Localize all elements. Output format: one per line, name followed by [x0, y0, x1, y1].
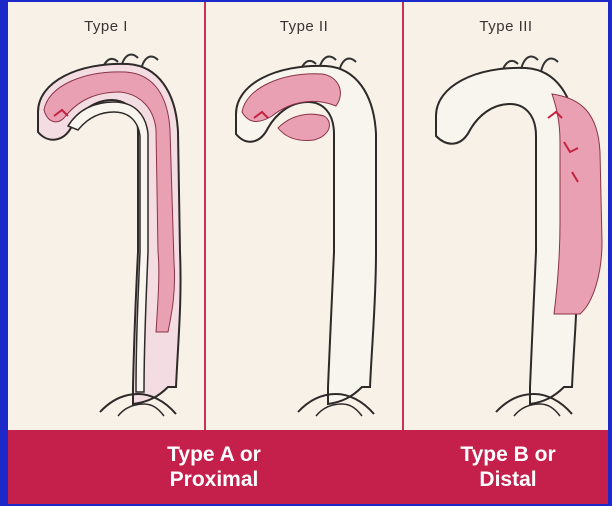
- true-lumen: [68, 102, 148, 392]
- aorta-illustration-type-3: [404, 2, 608, 430]
- aortic-dissection-figure: Type I Type II: [8, 2, 608, 504]
- stanford-type-b-label: Type B or Distal: [388, 442, 612, 492]
- panel-type-1: Type I: [8, 2, 206, 430]
- iliac-bifurcation-inner: [316, 404, 362, 416]
- false-lumen-lower: [278, 114, 329, 140]
- iliac-bifurcation-inner: [514, 404, 560, 416]
- stanford-type-a-label: Type A or Proximal: [94, 442, 334, 492]
- panel-type-2: Type II: [206, 2, 404, 430]
- classification-banner: Type A or Proximal Type B or Distal: [8, 430, 608, 504]
- iliac-bifurcation-inner: [118, 404, 164, 416]
- aorta-illustration-type-2: [206, 2, 402, 430]
- false-lumen: [552, 94, 602, 314]
- panel-type-3: Type III: [404, 2, 608, 430]
- aorta-illustration-type-1: [8, 2, 204, 430]
- aorta-outline: [436, 68, 578, 404]
